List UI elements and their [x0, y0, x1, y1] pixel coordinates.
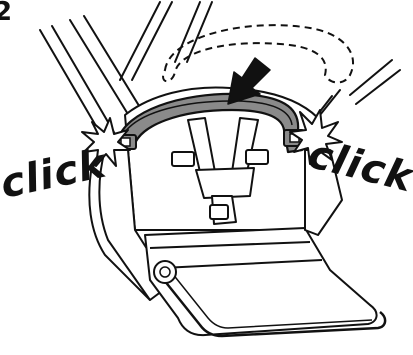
- click-label-left: click: [0, 140, 112, 207]
- step-number: 2: [0, 0, 12, 27]
